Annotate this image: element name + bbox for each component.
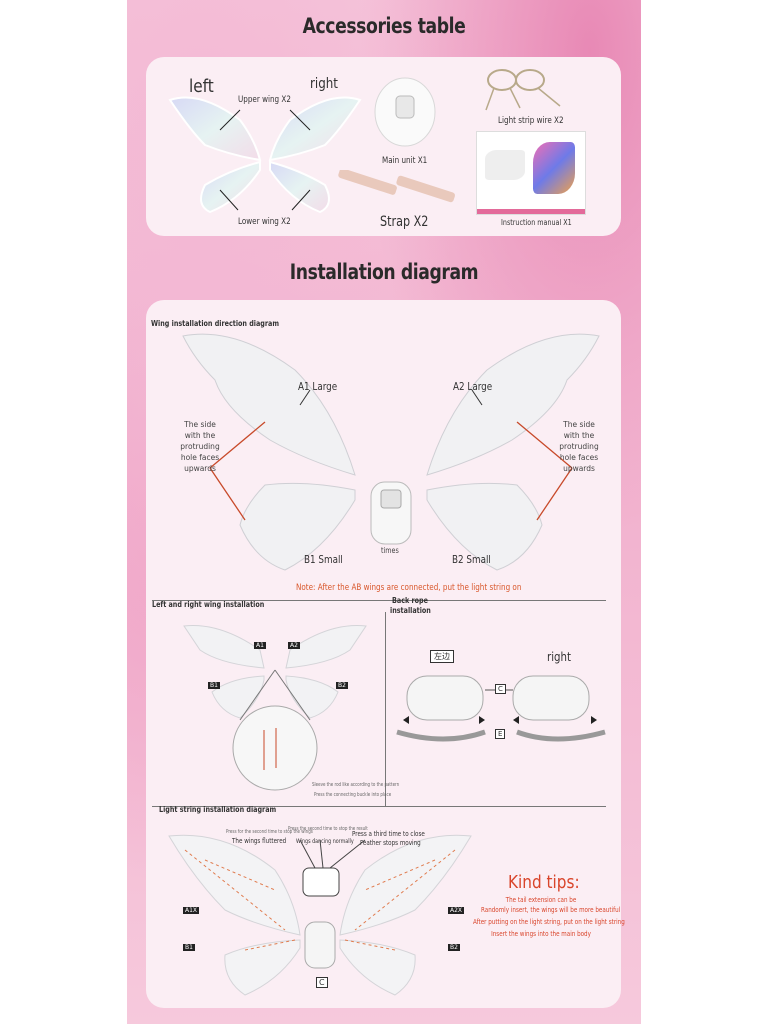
- side-note-right-line: hole faces: [559, 453, 599, 462]
- rope-right-label: right: [547, 650, 571, 664]
- strap-label: Strap X2: [380, 214, 429, 230]
- installation-note: Note: After the AB wings are connected, …: [296, 583, 522, 593]
- butterfly-wings-illustration: [168, 96, 362, 214]
- times-label: times: [381, 546, 399, 555]
- press2-label: Wings dancing normally: [296, 838, 354, 845]
- side-note-left-line: upwards: [184, 464, 216, 473]
- small-a1-tag: A1: [254, 642, 266, 649]
- divider-vertical: [385, 612, 386, 806]
- b1-tag: B1: [183, 944, 195, 951]
- instruction-manual-illustration: [476, 131, 586, 215]
- c-marker: C: [316, 977, 328, 988]
- light-string-heading: Light string installation diagram: [159, 805, 277, 814]
- back-rope-heading: Back rope: [392, 596, 428, 605]
- main-unit-label: Main unit X1: [382, 156, 428, 166]
- a2-large-label: A2 Large: [453, 380, 493, 393]
- light-string-diagram: [168, 834, 472, 996]
- tip-line-1: The tail extension can be: [505, 896, 577, 904]
- main-unit-illustration: [374, 77, 436, 147]
- side-note-right-line: protruding: [559, 442, 599, 451]
- side-note-left-line: with the: [184, 431, 216, 440]
- side-note-right: The side with the protruding hole faces …: [558, 419, 600, 474]
- side-note-right-line: The side: [563, 420, 595, 429]
- accessories-title: Accessories table: [302, 14, 466, 38]
- press2-small: Press the second time to stop the result: [288, 826, 368, 832]
- a1-large-label: A1 Large: [298, 380, 338, 393]
- wing-direction-heading: Wing installation direction diagram: [151, 319, 280, 328]
- b1-small-label: B1 Small: [304, 553, 343, 566]
- a2x-tag: A2X: [448, 907, 465, 914]
- tip-line-2: Randomly insert, the wings will be more …: [481, 906, 621, 914]
- divider-line: [152, 806, 606, 807]
- small-b2-tag: B2: [336, 682, 348, 689]
- lr-hint-2: Press the connecting buckle into place: [314, 792, 392, 798]
- tip-line-3: After putting on the light string, put o…: [473, 918, 625, 926]
- light-strip-illustration: [485, 69, 561, 111]
- strap-illustration: [338, 170, 455, 203]
- right-label: right: [310, 76, 338, 92]
- b2-tag: B2: [448, 944, 460, 951]
- b2-small-label: B2 Small: [452, 553, 491, 566]
- lr-wing-diagram: [183, 625, 367, 791]
- side-note-right-line: with the: [563, 431, 595, 440]
- a1x-tag: A1X: [183, 907, 200, 914]
- side-note-right-line: upwards: [563, 464, 595, 473]
- side-note-left: The side with the protruding hole faces …: [180, 419, 220, 474]
- back-rope-heading-2: installation: [390, 606, 431, 615]
- manual-label: Instruction manual X1: [501, 218, 572, 227]
- lr-wing-heading: Left and right wing installation: [152, 600, 265, 609]
- lr-hint-1: Sleeve the rod like according to the pat…: [312, 782, 400, 788]
- wing-direction-diagram: [182, 333, 600, 571]
- installation-title: Installation diagram: [289, 260, 479, 284]
- press1-label: The wings fluttered: [232, 837, 287, 845]
- tip-line-4: Insert the wings into the main body: [491, 930, 591, 938]
- rope-e-marker: E: [495, 729, 506, 739]
- side-note-left-line: protruding: [180, 442, 220, 451]
- divider-line: [152, 600, 606, 601]
- press3-label-a: Press a third time to close: [352, 830, 425, 838]
- lower-wing-label: Lower wing X2: [238, 217, 291, 227]
- small-b1-tag: B1: [208, 682, 220, 689]
- kind-tips-title: Kind tips:: [508, 872, 580, 893]
- back-rope-diagram: [396, 675, 606, 742]
- rope-left-tag: 左边: [430, 650, 454, 663]
- left-label: left: [189, 76, 214, 97]
- press3-label-b: Feather stops moving: [360, 839, 421, 847]
- rope-c-marker: C: [495, 684, 506, 694]
- upper-wing-label: Upper wing X2: [238, 95, 291, 105]
- side-note-left-line: The side: [184, 420, 216, 429]
- small-a2-tag: A2: [288, 642, 300, 649]
- side-note-left-line: hole faces: [180, 453, 220, 462]
- light-strip-label: Light strip wire X2: [498, 116, 564, 126]
- press1-small: Press for the second time to stop the wi…: [226, 829, 313, 835]
